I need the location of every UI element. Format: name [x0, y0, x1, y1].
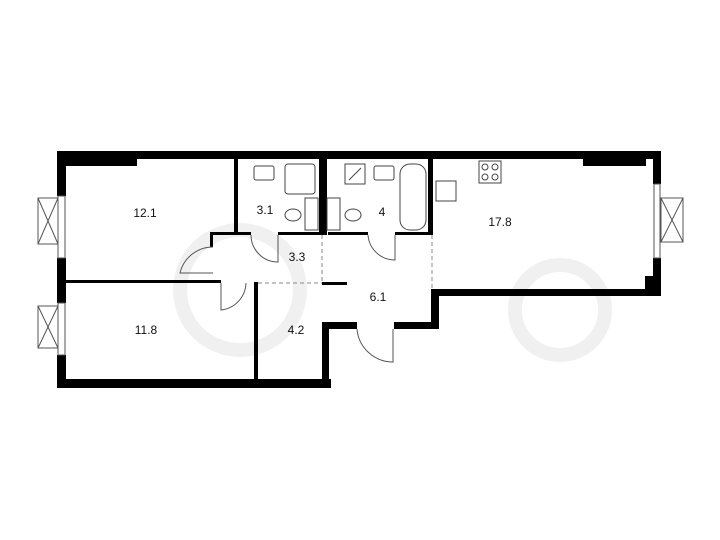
room-area-storage: 4.2	[287, 323, 305, 337]
room-area-bedroom-2: 11.8	[134, 323, 158, 337]
fixtures	[253, 160, 502, 231]
windows	[37, 183, 684, 356]
room-area-toilet-bath: 4	[378, 205, 386, 219]
dashed-boundaries	[258, 235, 433, 289]
room-area-bedroom-1: 12.1	[133, 206, 157, 220]
doors	[179, 234, 396, 363]
room-area-kitchen-living: 17.8	[488, 215, 512, 229]
walls	[57, 151, 661, 388]
room-area-hall: 6.1	[369, 290, 387, 304]
room-area-bathroom: 3.1	[256, 203, 274, 217]
watermark	[173, 223, 612, 362]
room-area-corridor: 3.3	[288, 250, 306, 264]
